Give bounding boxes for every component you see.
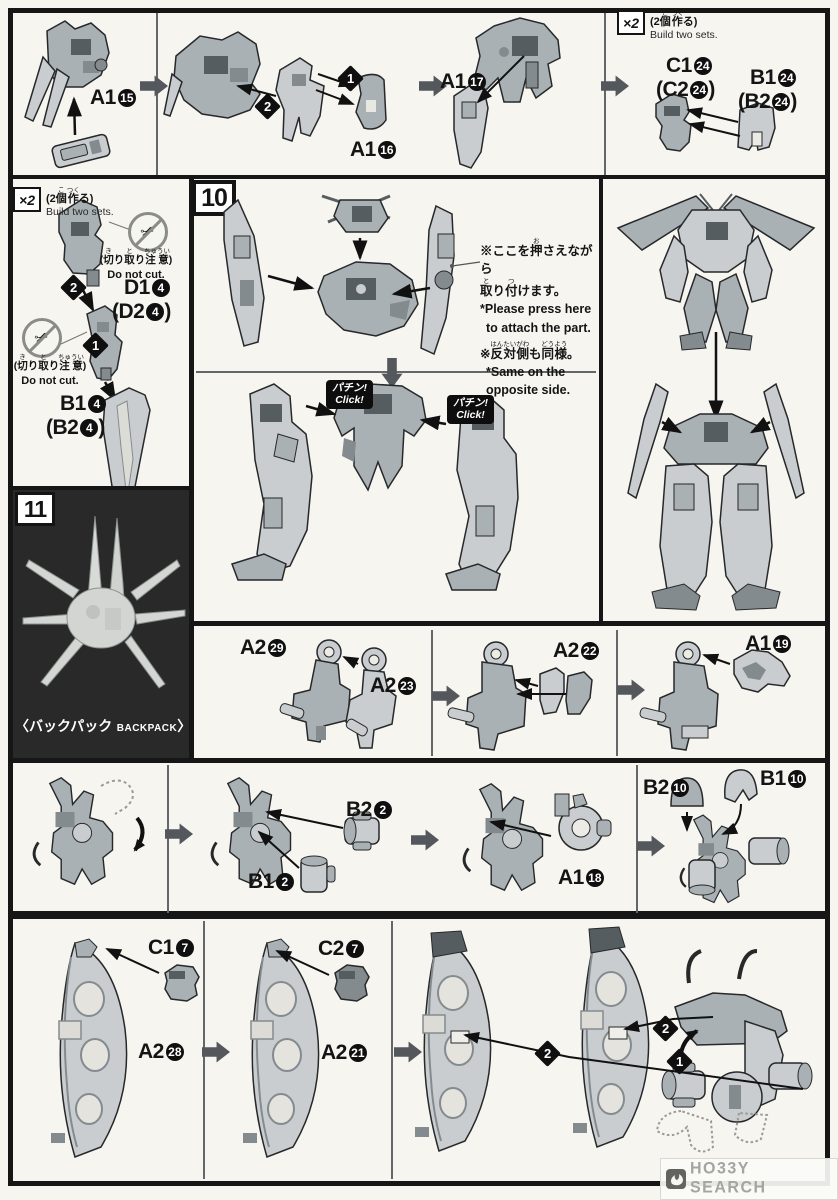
build-two-sets-note: ×2 (2個こ作つくる) Build two sets. [617,10,718,41]
x2-badge: ×2 [13,187,41,212]
annotation-jp-line3: ※反対側はんたいがわも同様どうよう。 [480,340,580,361]
click-badge: パチン!Click! [326,380,373,410]
illustration-backpack-mount-step [163,31,387,142]
step10-annotation: ※ここを押おさえながら 取とり付つけます。 *Please press here… [480,238,602,399]
annotation-en-line4: opposite side. [486,382,571,397]
x2-badge: ×2 [617,10,645,35]
build-two-en: Build two sets. [46,205,114,218]
build-two-jp: (2個こ作つくる) [46,187,94,205]
panel-divider [604,13,606,175]
hobbysearch-logo-icon [666,1169,686,1189]
do-not-cut-note: (切きり取とり注意ちゅうい) Do not cut. [99,248,173,281]
bottom-panel-border [8,914,830,1186]
illustration-step10-upper [223,194,481,356]
annotation-en-line3: *Same on the [486,364,566,379]
illustration-backpack-row [32,769,790,904]
build-two-en: Build two sets. [650,28,718,41]
scissors-icon: ✂ [138,221,158,243]
panel-divider [636,765,638,913]
do-not-cut-icon: ✂ [128,212,168,252]
annotation-jp-line1: ※ここを押おさえながら [480,238,593,277]
main-border [8,8,830,916]
annotation-jp-line2: 取とり付つけます。 [480,278,567,299]
illustration-hip-joint-row [279,639,791,751]
panel-divider [13,486,189,490]
illustration-step10-lower [231,383,519,591]
watermark-text: HO33Y SEARCH [689,1160,767,1197]
hobbysearch-watermark: HO33Y SEARCH [660,1158,838,1200]
illustration-backpack-photo [22,515,186,689]
click-badge: パチン!Click! [447,395,494,425]
illustration-shield-row [50,926,813,1158]
do-not-cut-icon: ✂ [22,318,62,358]
panel-divider [599,179,603,625]
illustration-waist-leg-step [453,17,561,169]
scissors-icon: ✂ [32,327,52,349]
illustration-hand-parts-step [655,93,776,152]
step11-photo-panel: 〈バックパック BACKPACK〉 [13,490,192,758]
illustration-torso-step [24,20,111,169]
panel-divider [167,765,169,913]
column-divider [189,179,194,762]
panel-divider [391,921,393,1179]
illustration-step10-result [616,193,816,611]
do-not-cut-note: (切きり取とり注意ちゅうい) Do not cut. [13,354,87,387]
row-divider [13,758,825,763]
step-number: 11 [15,492,55,526]
backpack-caption: 〈バックパック BACKPACK〉 [15,718,192,734]
row-divider [13,175,825,179]
build-two-jp: (2個こ作つくる) [650,10,698,28]
annotation-en-line2: to attach the part. [486,320,591,335]
annotation-en-line1: *Please press here [480,302,592,317]
build-two-sets-note: ×2 (2個こ作つくる) Build two sets. [13,187,114,218]
row-divider [194,621,830,626]
